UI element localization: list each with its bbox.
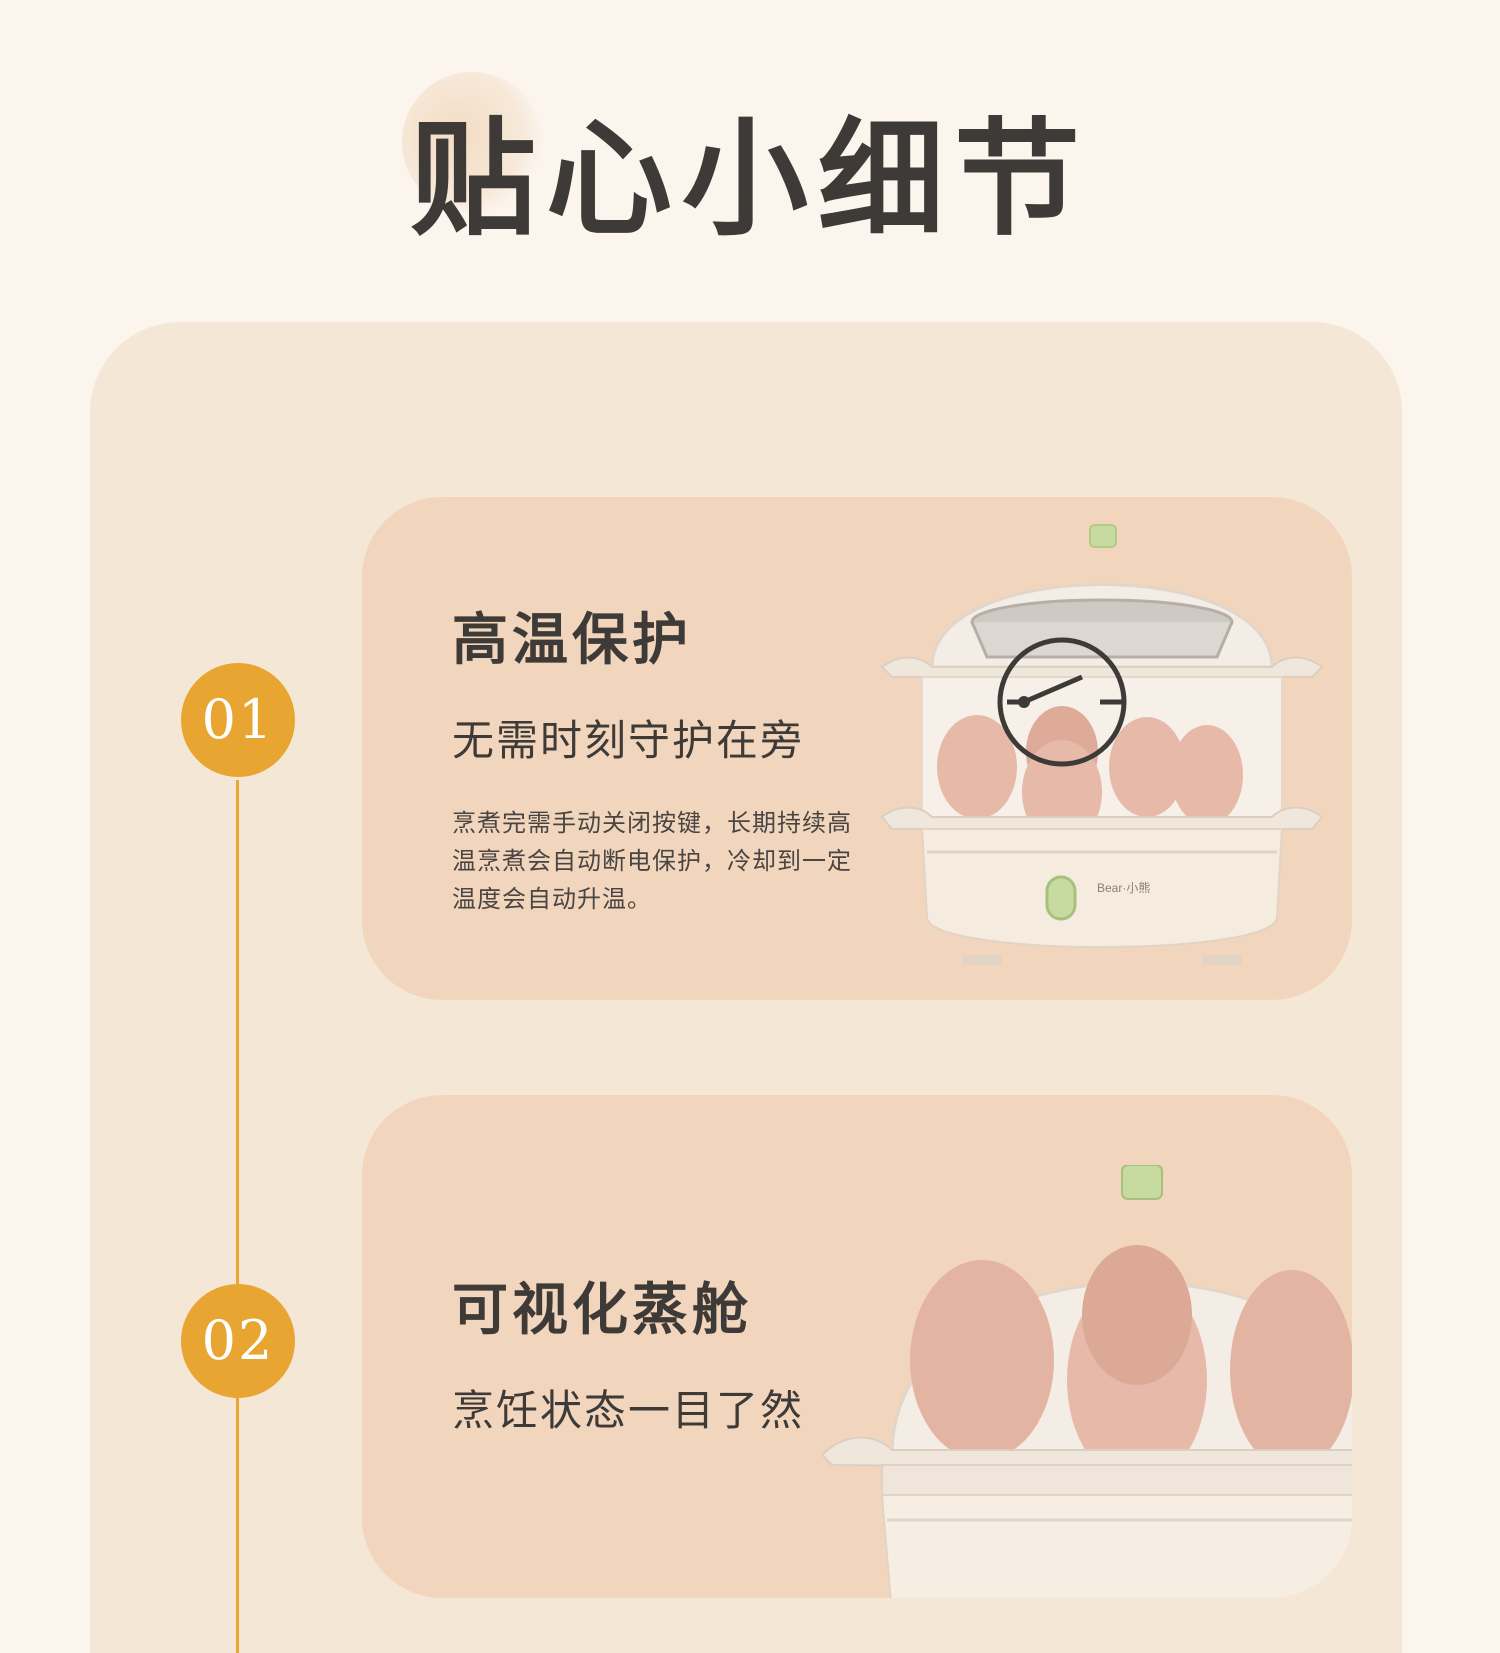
page-title: 贴心小细节: [410, 106, 1090, 253]
feature-subtitle: 无需时刻守护在旁: [452, 716, 805, 765]
brand-mark: Bear·小熊: [1097, 880, 1150, 895]
feature-card-visible-steam-chamber: 可视化蒸舱 烹饪状态一目了然: [362, 1095, 1352, 1598]
title-decoration: [402, 72, 542, 212]
step-badge-02: 02: [181, 1284, 295, 1398]
timer-switch-icon: [997, 637, 1127, 767]
egg-steamer-image: Bear·小熊: [880, 524, 1324, 965]
timeline-line: [236, 780, 239, 1653]
feature-description: 烹煮完需手动关闭按键，长期持续高温烹煮会自动断电保护，冷却到一定温度会自动升温。: [452, 809, 852, 913]
feature-card-high-temp-protection: 高温保护 无需时刻守护在旁 烹煮完需手动关闭按键，长期持续高温烹煮会自动断电保护…: [362, 497, 1352, 1000]
egg-steamer-closeup-image: [822, 1165, 1352, 1598]
feature-title: 高温保护: [452, 608, 692, 673]
step-badge-01: 01: [181, 663, 295, 777]
feature-title: 可视化蒸舱: [452, 1278, 752, 1343]
feature-subtitle: 烹饪状态一目了然: [452, 1386, 805, 1435]
